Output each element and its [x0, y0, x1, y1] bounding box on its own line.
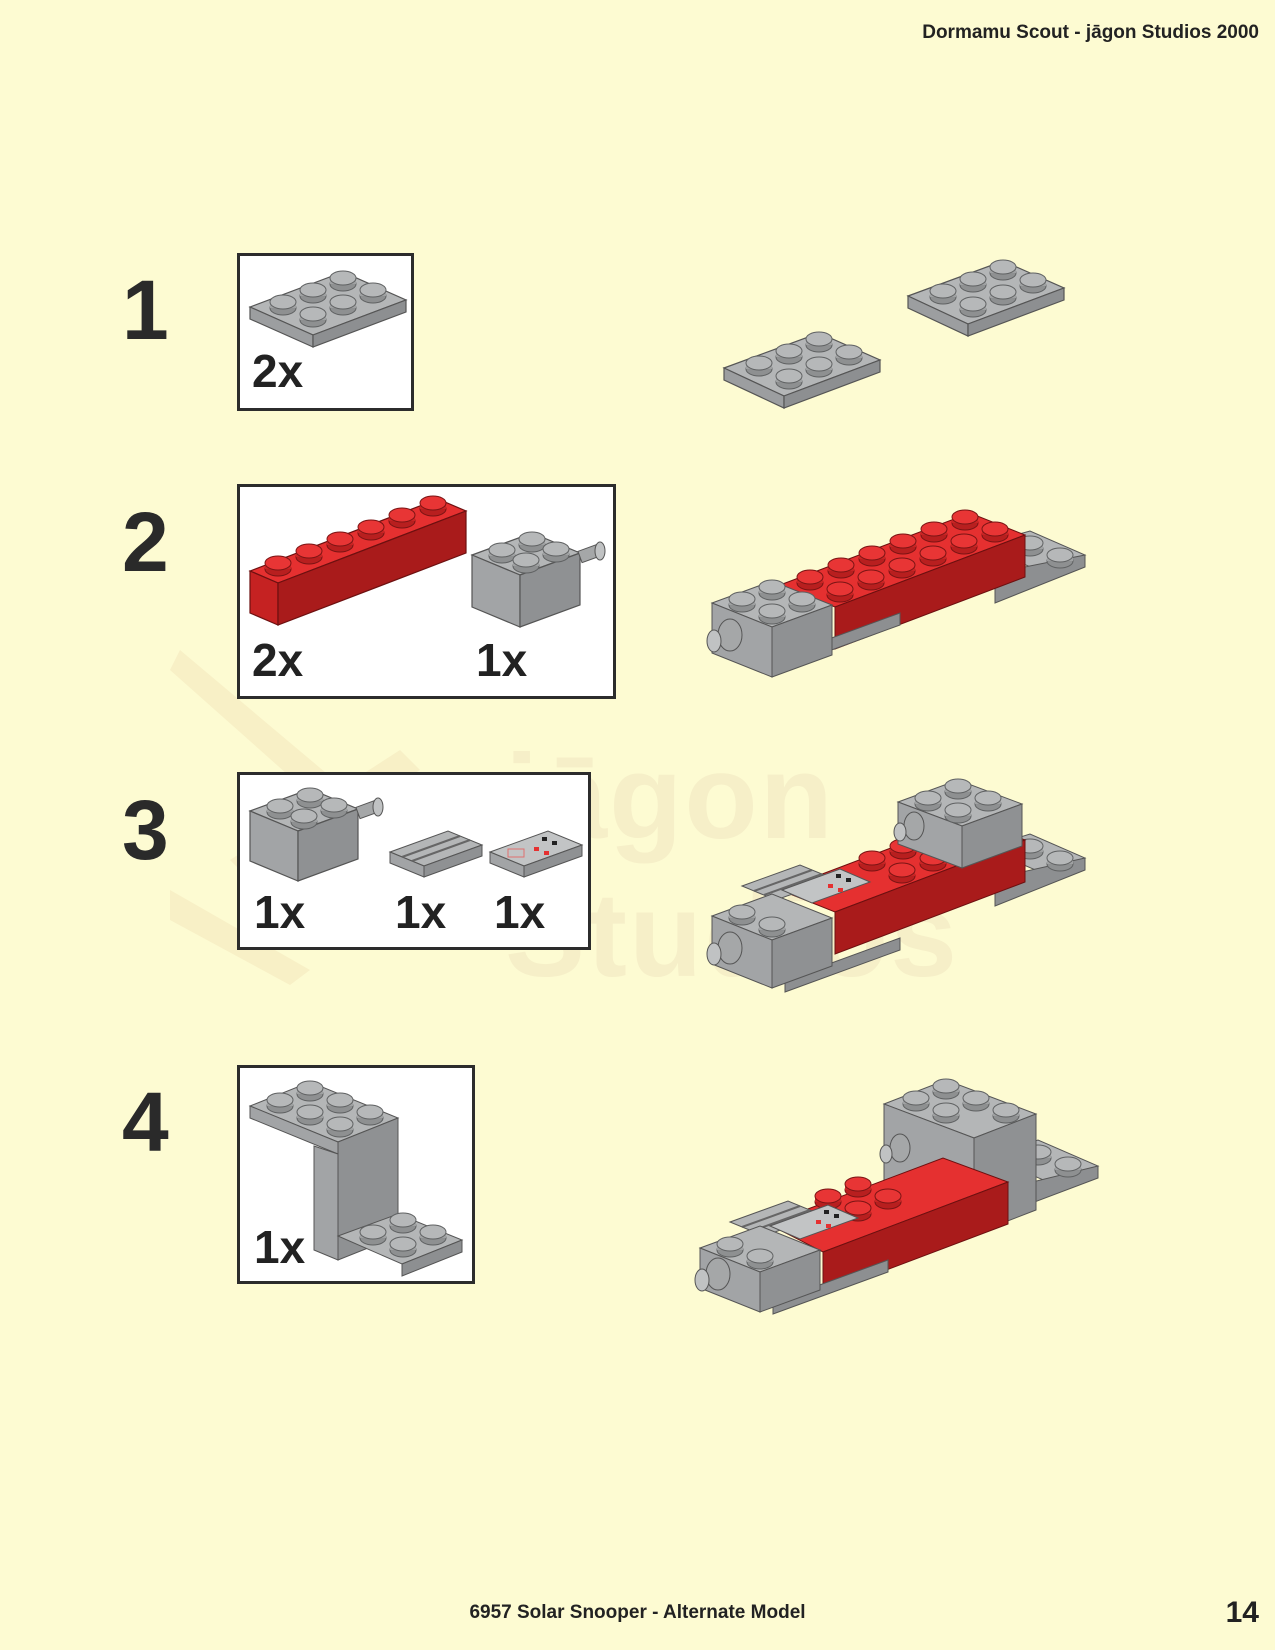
parts-callout-step-2: 2x 1x — [237, 484, 616, 699]
page-footer-title: 6957 Solar Snooper - Alternate Model — [469, 1602, 806, 1623]
part-quantity: 1x — [494, 886, 546, 938]
parts-callout-step-3: 1x 1x 1x — [237, 772, 591, 950]
parts-callout-step-4: 1x — [237, 1065, 475, 1284]
step-2-model-illustration — [706, 509, 1087, 678]
parts-callout-step-1: 2x — [237, 253, 414, 411]
part-quantity: 1x — [254, 886, 306, 938]
bracket-gray-icon — [248, 1080, 464, 1277]
plate-2x3-gray-icon — [248, 270, 408, 348]
brick-1x6-red-icon — [248, 495, 468, 626]
printed-tile-1x2-gray-icon — [488, 830, 584, 878]
page-header-title: Dormamu Scout - jāgon Studios 2000 — [922, 22, 1259, 43]
brick-2x2-with-pin-gray-icon — [470, 531, 606, 628]
step-number-1: 1 — [122, 263, 169, 357]
brick-2x2-with-pin-gray-icon — [248, 787, 384, 882]
grille-tile-1x2-gray-icon — [388, 830, 484, 878]
step-number-3: 3 — [122, 783, 169, 877]
step-4-model-illustration — [694, 1078, 1100, 1315]
part-quantity: 2x — [252, 634, 304, 686]
part-quantity: 1x — [254, 1221, 306, 1273]
part-quantity: 2x — [252, 345, 304, 397]
step-number-4: 4 — [122, 1075, 169, 1169]
page-number: 14 — [1225, 1596, 1259, 1629]
step-1-model-illustration — [722, 259, 1066, 409]
part-quantity: 1x — [395, 886, 447, 938]
part-quantity: 1x — [476, 634, 528, 686]
step-number-2: 2 — [122, 495, 169, 589]
step-3-model-illustration — [706, 778, 1087, 993]
